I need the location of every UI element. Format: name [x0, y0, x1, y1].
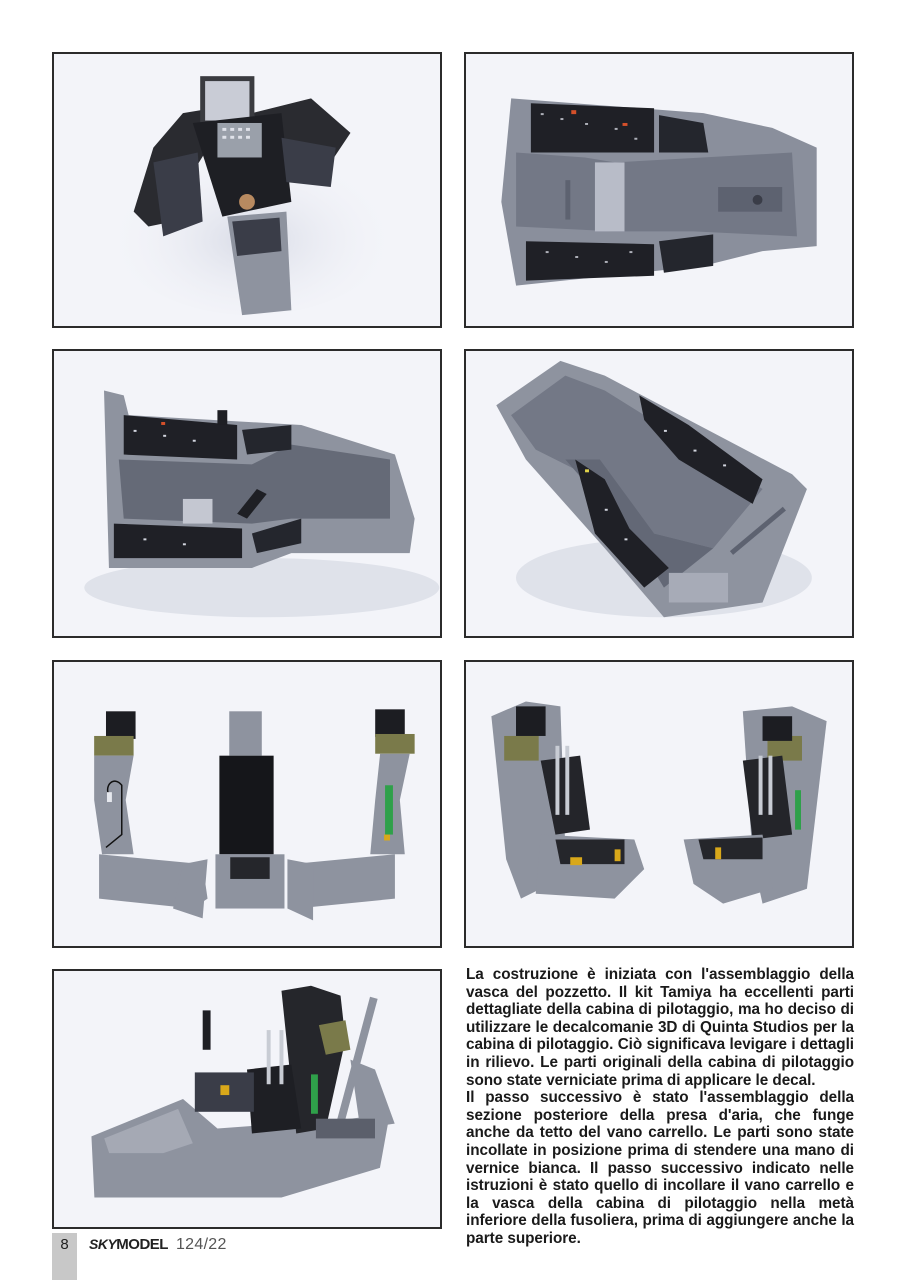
seats-assembled-image — [491, 701, 827, 904]
photo-cockpit-front — [52, 52, 442, 328]
cockpit-top-image — [501, 98, 817, 286]
magazine-footer: SKYMODEL 124/22 — [89, 1236, 227, 1254]
photo-cockpit-rear — [464, 349, 854, 638]
magazine-logo-model: MODEL — [116, 1236, 168, 1253]
page-number: 8 — [60, 1236, 69, 1253]
article-body: La costruzione è iniziata con l'assembla… — [466, 966, 854, 1248]
magazine-logo-sky: SKY — [89, 1236, 117, 1252]
cockpit-front-image — [104, 76, 400, 316]
photo-cockpit-top — [464, 52, 854, 328]
photo-seat-parts — [52, 660, 442, 948]
photo-seat-installed — [52, 969, 442, 1229]
cockpit-rear-image — [496, 360, 812, 618]
photo-cockpit-side — [52, 349, 442, 638]
seat-parts-image — [94, 709, 415, 921]
seat-installed-image — [91, 985, 395, 1198]
article-paragraph: La costruzione è iniziata con l'assembla… — [466, 966, 854, 1089]
issue-number: 124/22 — [175, 1236, 227, 1253]
article-paragraph: Il passo successivo è stato l'assemblagg… — [466, 1089, 854, 1247]
photo-seats-assembled — [464, 660, 854, 948]
page-number-block: 8 — [52, 1233, 77, 1280]
cockpit-side-image — [84, 390, 440, 618]
